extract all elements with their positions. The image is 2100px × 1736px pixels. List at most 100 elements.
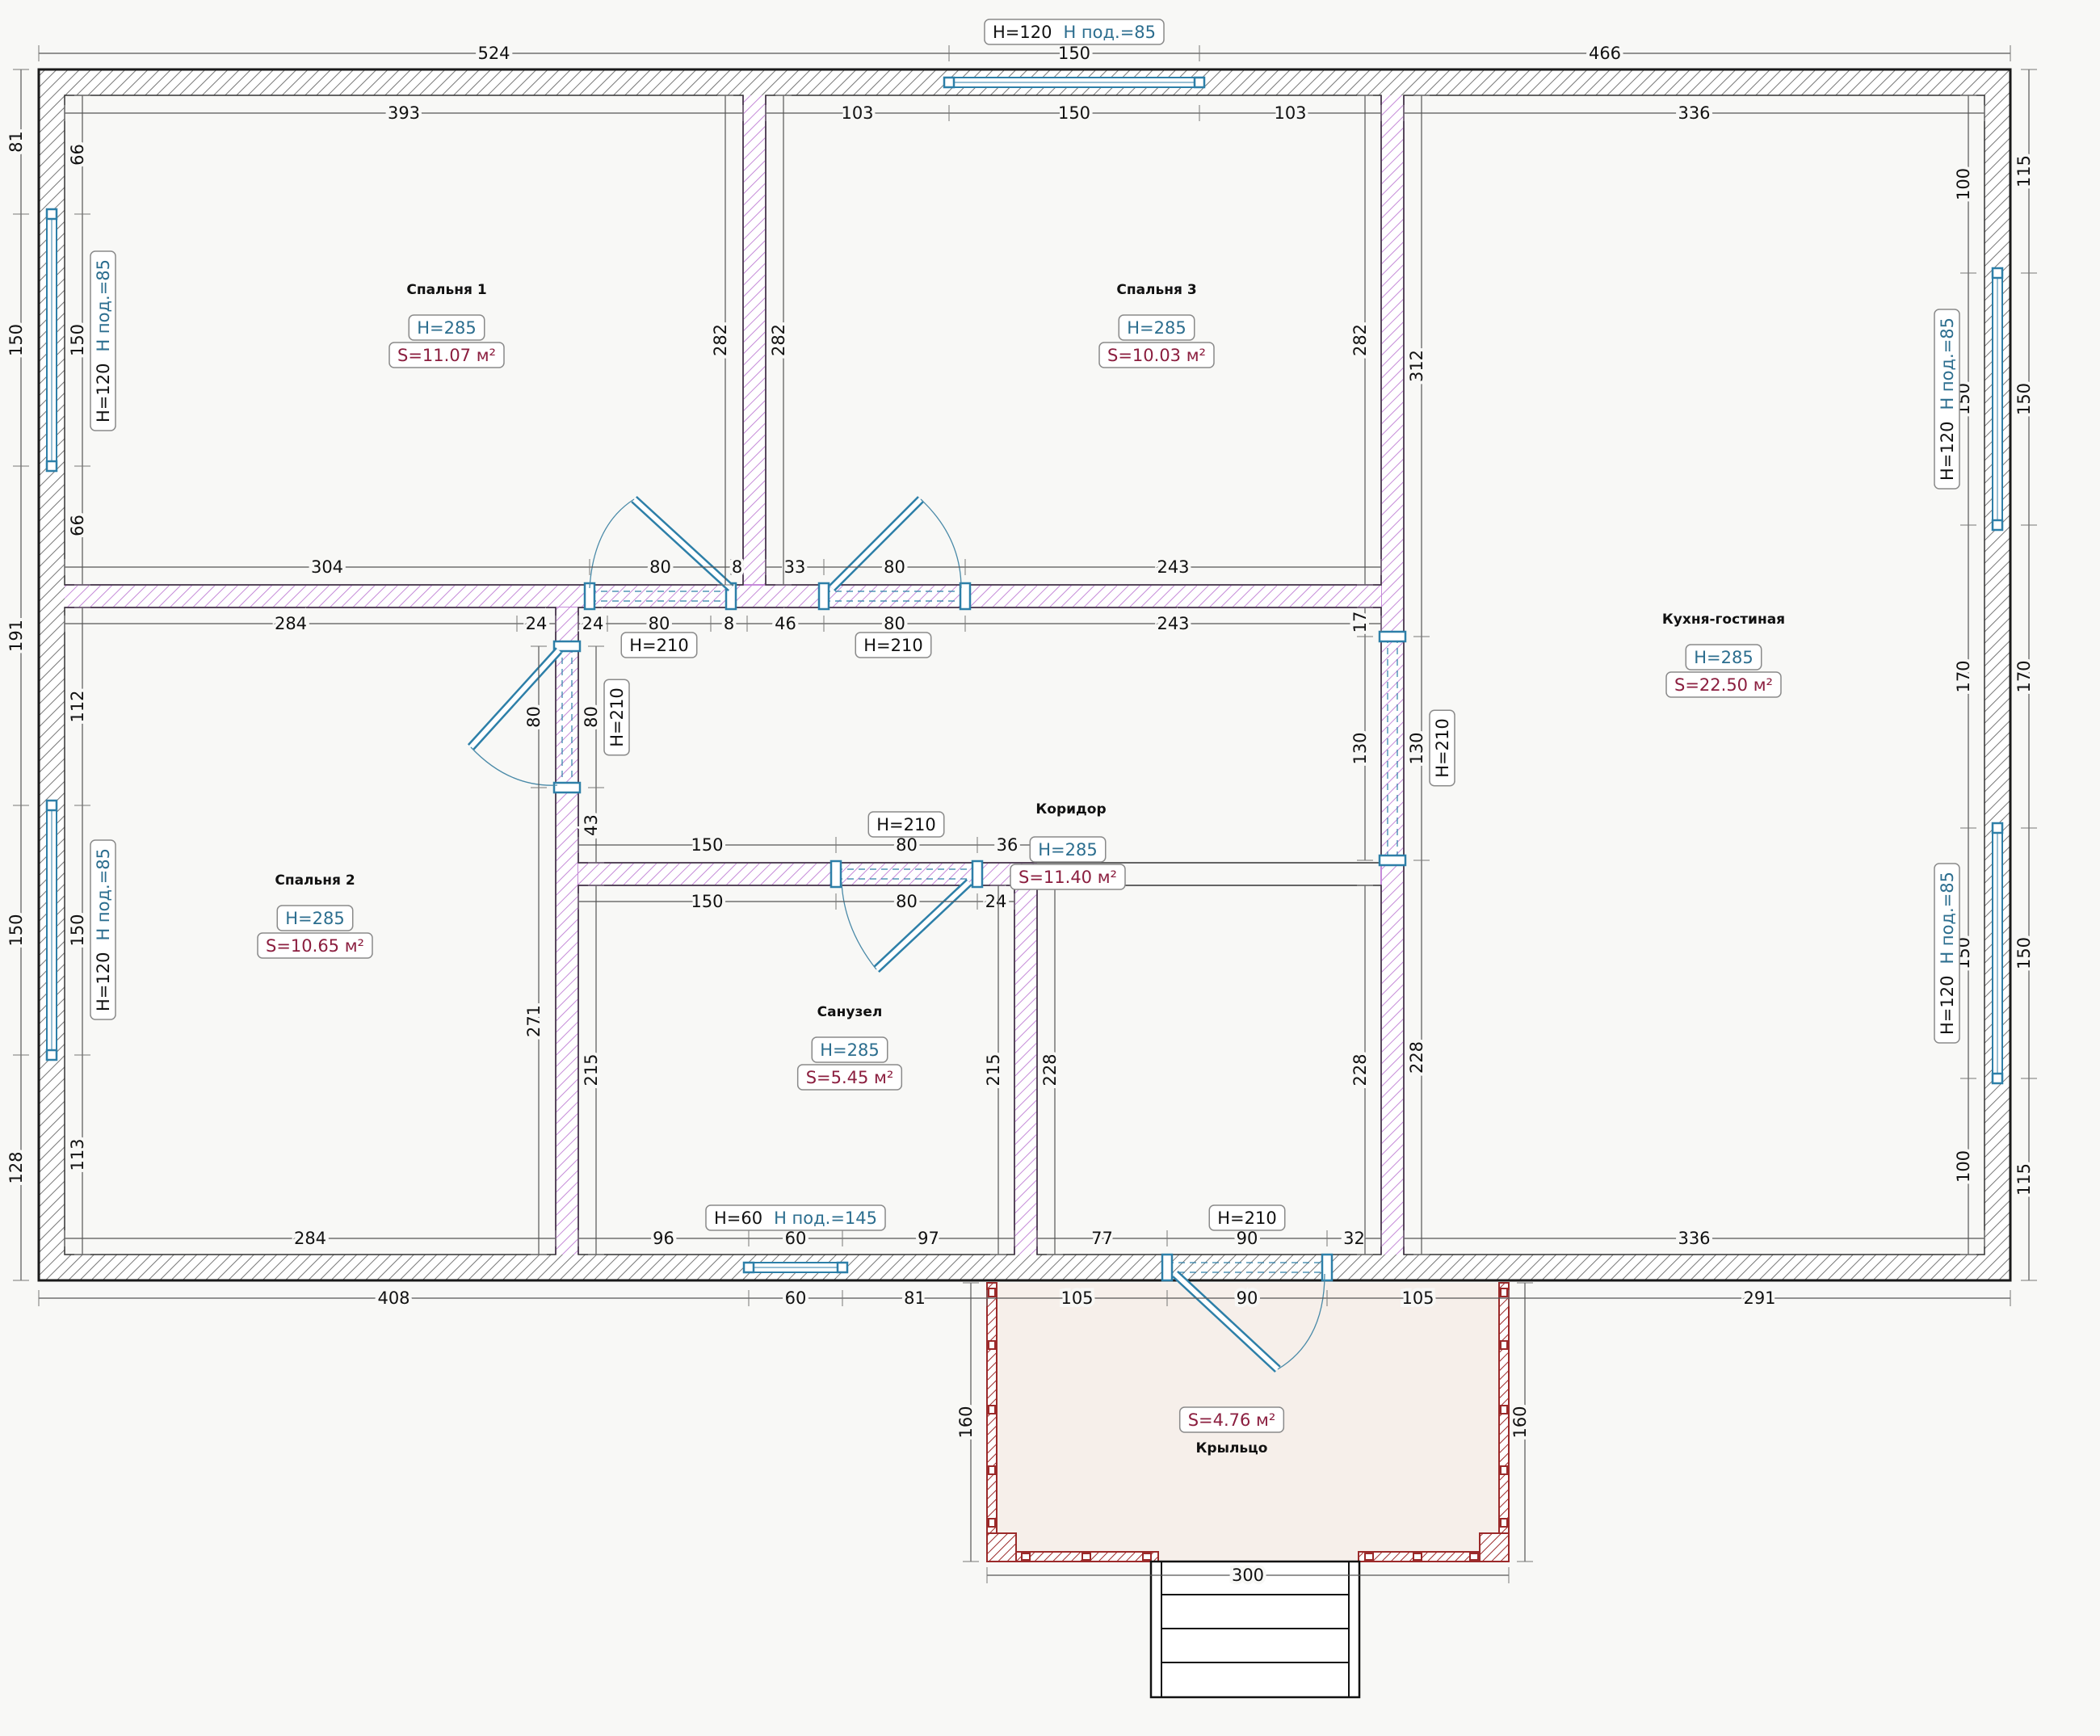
dim-b3-r-label: 282 [1350, 324, 1370, 356]
porch-baluster-right-3 [1500, 1465, 1508, 1475]
dim-bath-in-24-label: 24 [985, 892, 1007, 911]
door-bedroom3-leaf-inner [830, 497, 923, 591]
tag-win-bathroom: H=60 H под.=145 [705, 1204, 886, 1231]
porch-baluster-left-1 [988, 1340, 996, 1350]
tag-door-kitchen-text: H=210 [1433, 718, 1452, 777]
dim-right-2-label: 170 [2014, 660, 2034, 692]
porch-baluster-right-2 [1500, 1405, 1508, 1414]
dim-b2-l-112-label: 112 [68, 690, 87, 722]
dim-porch-width-label: 300 [1232, 1566, 1264, 1585]
dim-c-top-8-label: 8 [724, 614, 734, 633]
tag-win-right-top-text: H под.=85 [1938, 317, 1957, 410]
tag-area-bedroom1-box [388, 342, 505, 368]
dim-bottom-4-label: 90 [1237, 1288, 1258, 1308]
porch-baluster-bottom-0 [1021, 1553, 1031, 1561]
room-outline-2 [1403, 95, 1985, 1255]
door-bedroom2-jamb-b [552, 781, 582, 794]
door-kitchen-jamb-a [1378, 630, 1407, 643]
tag-door-bedroom1: H=210 [620, 632, 698, 658]
dim-b1-bot-1-label: 304 [311, 557, 343, 577]
tag-win-bathroom-text: H=60 [714, 1208, 762, 1228]
dim-bath-bot-60-label: 60 [785, 1229, 807, 1248]
dim-b2-l-150-label: 150 [68, 914, 87, 946]
tag-win-left-top-box [90, 250, 116, 431]
dim-b3-bot-3-label: 243 [1157, 557, 1189, 577]
dim-b3-top-r-label: 103 [1274, 103, 1306, 123]
tag-win-left-bottom-text: H под.=85 [94, 848, 113, 941]
tag-height-kitchen-box [1685, 644, 1762, 670]
dim-b2-r-271-label: 271 [524, 1005, 544, 1037]
dim-k-r-100-label: 100 [1954, 168, 1973, 200]
tag-win-top-text: H под.=85 [1063, 23, 1156, 42]
dim-b2-top-label: 284 [275, 614, 307, 633]
exterior-wall-outline [37, 68, 2012, 1282]
room-name-bathroom: Санузел [817, 1004, 883, 1020]
dim-c-top-46-label: 46 [775, 614, 796, 633]
tag-win-right-bottom-text: H под.=85 [1938, 872, 1957, 965]
dim-left-4-label: 128 [6, 1151, 26, 1183]
dim-b1-l-2-label: 150 [68, 324, 87, 356]
tag-height-bedroom2-box [276, 905, 354, 931]
dim-c-130a-label: 130 [1350, 732, 1370, 764]
dim-bath-r-215-label: 215 [984, 1053, 1003, 1086]
room-name-bedroom1: Спальня 1 [406, 282, 486, 298]
dim-bottom-0-label: 408 [377, 1288, 410, 1308]
dim-c-top-80-label: 80 [649, 614, 670, 633]
tag-door-bedroom3: H=210 [855, 632, 932, 658]
tag-height-bedroom2: H=285 [276, 905, 354, 931]
tag-door-entry-box [1208, 1204, 1286, 1231]
room-outline-1 [765, 95, 1382, 586]
tag-door-entry: H=210 [1208, 1204, 1286, 1231]
dim-top-1-label: 150 [1058, 44, 1090, 63]
dim-right-1-label: 150 [2014, 383, 2034, 415]
window-bathroom-jamb-b [836, 1261, 849, 1274]
dim-bath-top-150-label: 150 [691, 835, 723, 855]
tag-door-bathroom-text: H=210 [876, 815, 935, 834]
tag-door-bathroom-box [867, 811, 945, 838]
room-outline-3 [64, 607, 556, 1255]
door-bathroom-jamb-a [830, 860, 842, 889]
tag-height-bedroom3-box [1118, 314, 1195, 341]
dim-c-top-24-label: 24 [582, 614, 604, 633]
tag-area-bathroom: S=5.45 м² [796, 1064, 903, 1091]
dim-bottom-2-label: 81 [904, 1288, 926, 1308]
tag-win-left-bottom-text: H=120 [94, 952, 113, 1011]
tag-win-bathroom-text: H под.=145 [774, 1208, 877, 1228]
window-left-top-jamb-b [45, 460, 58, 473]
tag-area-kitchen-text: S=22.50 м² [1674, 675, 1773, 695]
tag-win-right-top-box [1934, 309, 1960, 490]
dim-c-228b-label: 228 [1350, 1053, 1370, 1086]
tag-door-bedroom2-text: H=210 [607, 687, 627, 746]
dim-right-3-label: 150 [2014, 937, 2034, 969]
window-left-bottom-jamb-a [45, 799, 58, 812]
dim-bath-in-150-label: 150 [691, 892, 723, 911]
dim-right-4-label: 115 [2014, 1163, 2034, 1196]
porch-baluster-right-4 [1500, 1518, 1508, 1528]
porch-baluster-bottom-2 [1142, 1553, 1152, 1561]
dim-top-0-label: 524 [477, 44, 510, 63]
dim-c-bot-32-label: 32 [1343, 1229, 1365, 1248]
tag-door-kitchen: H=210 [1429, 709, 1455, 787]
window-left-top-jamb-a [45, 208, 58, 221]
door-entry-jamb-a [1161, 1253, 1174, 1282]
room-outline-5 [578, 885, 1015, 1255]
dim-porch-depth-left-label: 160 [956, 1406, 976, 1438]
porch-baluster-bottom-1 [1082, 1553, 1091, 1561]
wall-kitchen [1381, 95, 1404, 1255]
porch-post-right [1479, 1532, 1510, 1562]
wall-bedroom1-bedroom3 [743, 95, 766, 585]
tag-height-kitchen-text: H=285 [1694, 648, 1753, 667]
tag-height-corridor-box [1029, 836, 1107, 863]
dim-right-0-label: 115 [2014, 155, 2034, 187]
dim-b2-r-80-label: 80 [524, 706, 544, 728]
dim-bath-bot-97-label: 97 [918, 1229, 939, 1248]
tag-height-bathroom-text: H=285 [820, 1040, 879, 1060]
room-name-bedroom3: Спальня 3 [1116, 282, 1196, 298]
tag-height-bedroom2-text: H=285 [285, 909, 344, 928]
dim-bath-top-80-label: 80 [896, 835, 918, 855]
window-right-bottom-jamb-a [1991, 822, 2004, 834]
dim-c-bot-90-label: 90 [1237, 1229, 1258, 1248]
door-bedroom1-leaf-inner [632, 497, 733, 591]
